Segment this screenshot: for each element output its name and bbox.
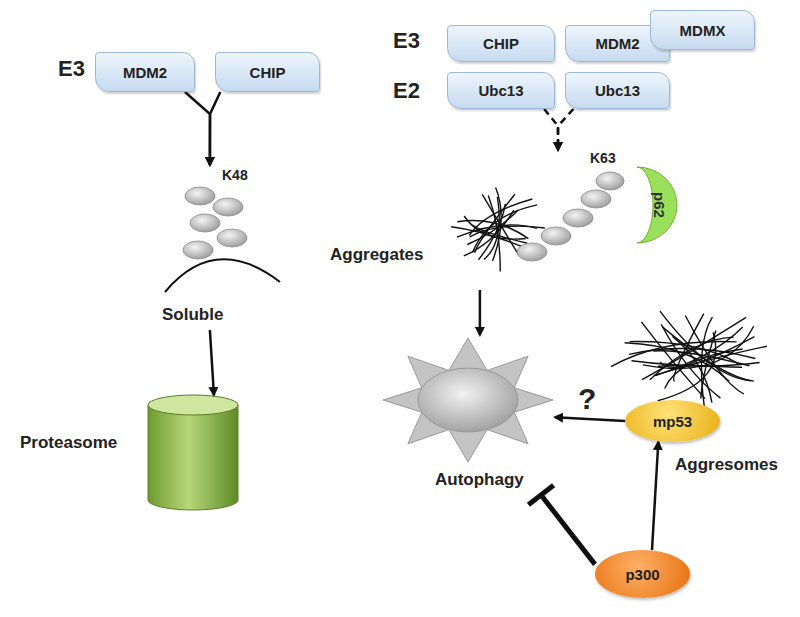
figure-label: E2 [393,78,420,104]
arrow-connector [210,92,220,165]
fiber [451,227,521,247]
autophagy: Autophagy [380,335,555,495]
autophagy-body [418,368,518,432]
figure-label: E3 [58,56,85,82]
figure-label: ? [578,382,596,416]
node-text: MDMX [680,22,726,39]
fiber [673,336,712,402]
ubiquitin-chain [183,187,247,259]
arrow-connector [479,290,482,335]
fiber [457,225,537,237]
cylinder-top [148,395,238,415]
node-text: CHIP [250,64,286,81]
node-text: p300 [625,566,659,583]
node-text: Ubc13 [595,82,640,99]
fiber [472,225,527,243]
arrow-connector [555,417,625,421]
proteasome: Proteasome [20,395,245,510]
aggresome-fibers [611,311,767,409]
aggregate-cluster: K63Aggregates [325,150,630,290]
e3-box: CHIP [215,52,320,92]
node-text: Ubc13 [478,82,523,99]
figure-label: Aggresomes [675,455,778,475]
inhibition-connector [541,495,595,564]
autophagy-star [383,338,553,462]
p62-crescent: p62 [625,165,685,245]
proteasome-cylinder [148,405,238,510]
figure-label: E3 [393,28,420,54]
arrow-connector [558,109,573,150]
node-text: mp53 [653,413,692,430]
node-text: Aggregates [330,245,424,265]
node-text: MDM2 [123,64,167,81]
arrow-connector [185,92,210,165]
e3-box: MDMX [650,10,755,50]
node-text: Proteasome [20,433,117,453]
soluble-arc [165,259,280,292]
node-text: K48 [222,167,248,183]
node-text: Soluble [162,305,223,325]
e2-box: Ubc13 [565,72,670,109]
e3-box: MDM2 [95,52,195,92]
arrow-connector [210,330,214,395]
crescent [637,167,677,243]
p300-ellipse: p300 [595,550,690,598]
node-text: K63 [590,150,616,166]
arrow-connector [544,109,558,150]
fiber [642,317,746,379]
fiber [632,361,760,366]
soluble-chain: K48Soluble [150,165,285,330]
node-text: CHIP [483,35,519,52]
fiber [643,326,754,368]
inhibition-bar [528,485,553,505]
node-text: MDM2 [595,35,639,52]
arrow-connector [652,442,658,550]
e2-box: Ubc13 [447,72,555,109]
ubiquitin-chain [517,172,624,261]
node-text: p62 [651,192,668,218]
node-text: Autophagy [435,470,524,490]
fiber [611,341,737,366]
e3-box: CHIP [447,25,555,62]
mp53-ellipse: mp53 [625,400,720,442]
fiber [660,311,751,381]
